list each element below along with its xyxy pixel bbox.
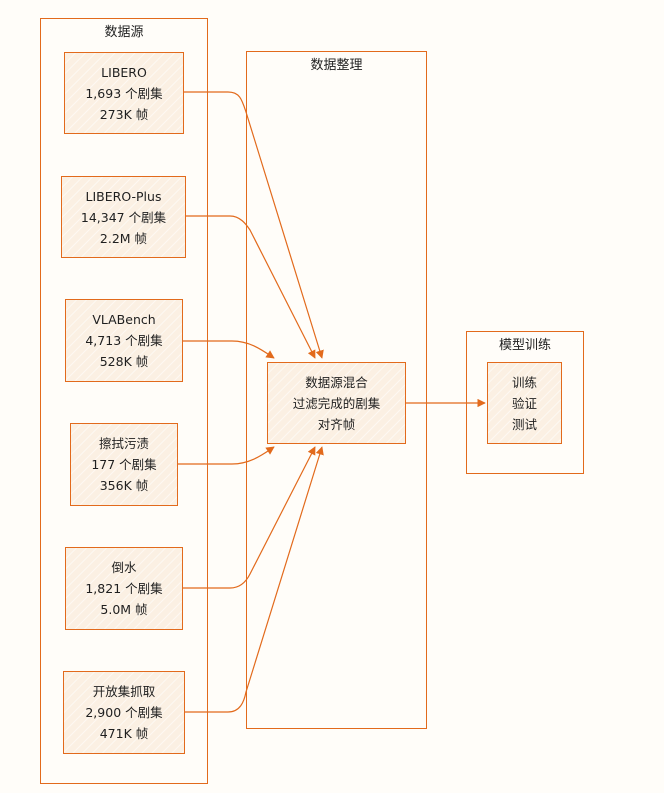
source-node-libero[interactable]: LIBERO 1,693 个剧集 273K 帧 [64, 52, 184, 134]
curation-line-mix: 数据源混合 [305, 374, 368, 390]
source-node-open-set-grasp[interactable]: 开放集抓取 2,900 个剧集 471K 帧 [63, 671, 185, 754]
curation-line-filter: 过滤完成的剧集 [292, 395, 381, 411]
source-frames: 273K 帧 [99, 106, 149, 122]
group-title-model-training: 模型训练 [498, 338, 551, 353]
source-name: 开放集抓取 [92, 684, 156, 699]
edge-libero-plus-to-curation [186, 215, 316, 359]
edge-wipe-stain-to-curation [178, 446, 275, 465]
source-episodes: 14,347 个剧集 [80, 209, 167, 225]
edge-pour-water-to-curation [183, 446, 316, 589]
source-node-vlabench[interactable]: VLABench 4,713 个剧集 528K 帧 [65, 299, 183, 382]
source-name: LIBERO-Plus [85, 188, 162, 204]
source-frames: 356K 帧 [99, 478, 149, 493]
source-frames: 2.2M 帧 [99, 230, 148, 246]
source-node-libero-plus[interactable]: LIBERO-Plus 14,347 个剧集 2.2M 帧 [61, 176, 186, 258]
group-data-sources: 数据源 [40, 18, 208, 784]
source-episodes: 4,713 个剧集 [85, 333, 163, 348]
training-node[interactable]: 训练 验证 测试 [487, 362, 562, 444]
source-frames: 5.0M 帧 [100, 602, 148, 617]
curation-line-align: 对齐帧 [317, 416, 356, 432]
source-frames: 528K 帧 [99, 354, 149, 369]
source-node-pour-water[interactable]: 倒水 1,821 个剧集 5.0M 帧 [65, 547, 183, 630]
training-line-train: 训练 [511, 374, 537, 390]
source-episodes: 2,900 个剧集 [85, 705, 163, 720]
edge-vlabench-to-curation [183, 340, 275, 359]
source-name: 倒水 [111, 560, 137, 575]
source-frames: 471K 帧 [99, 726, 149, 741]
source-episodes: 177 个剧集 [91, 457, 157, 472]
edge-libero-to-curation [184, 91, 324, 359]
source-name: LIBERO [101, 64, 147, 80]
source-episodes: 1,821 个剧集 [85, 581, 163, 596]
curation-node[interactable]: 数据源混合 过滤完成的剧集 对齐帧 [267, 362, 406, 444]
edge-open-set-grasp-to-curation [185, 446, 324, 713]
source-name: VLABench [92, 312, 156, 327]
training-line-test: 测试 [511, 416, 537, 432]
group-data-curation: 数据整理 [246, 51, 427, 729]
group-title-data-curation: 数据整理 [310, 58, 363, 73]
group-title-data-sources: 数据源 [104, 25, 144, 40]
training-line-validate: 验证 [511, 395, 537, 411]
source-episodes: 1,693 个剧集 [85, 85, 163, 101]
source-node-wipe-stain[interactable]: 擦拭污渍 177 个剧集 356K 帧 [70, 423, 178, 506]
source-name: 擦拭污渍 [98, 436, 149, 451]
